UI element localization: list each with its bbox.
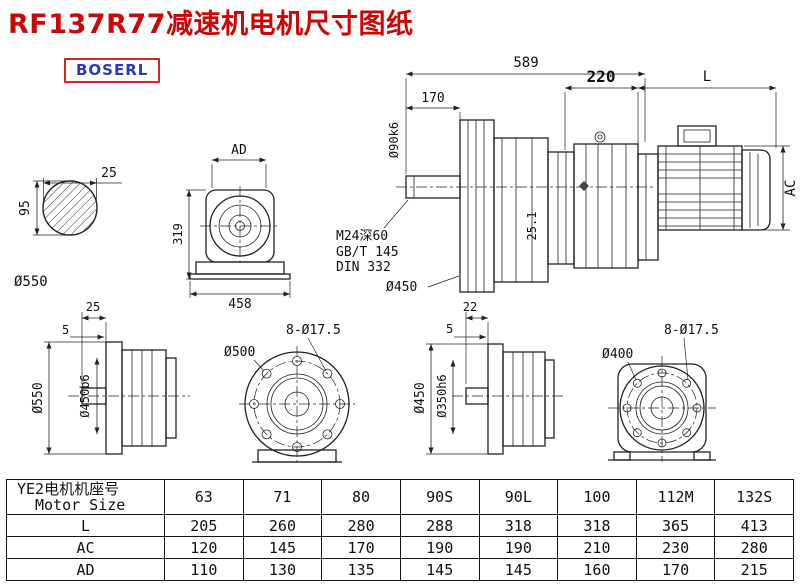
- page-title: RF137R77减速机电机尺寸图纸: [8, 9, 414, 40]
- dim-5-label: 5: [62, 323, 69, 337]
- dia-450b6-label: Ø450b6: [78, 374, 92, 417]
- gearbox-front-view: AD 319 458: [171, 143, 291, 312]
- value-cell: 280: [714, 536, 794, 559]
- value-cell: 145: [478, 558, 559, 581]
- size-col-header: 132S: [714, 479, 794, 515]
- dim-ad-label: AD: [231, 143, 247, 158]
- table-row-AC: AC 120 145 170 190 190 210 230 280: [6, 536, 794, 559]
- value-cell: 190: [478, 536, 559, 559]
- dim-25-1-label: 25.1: [525, 212, 539, 241]
- dim-ac-label: AC: [783, 180, 799, 197]
- fan-cover: [741, 149, 771, 231]
- size-col-header: 90S: [399, 479, 480, 515]
- row-label: L: [6, 514, 165, 537]
- value-cell: 210: [557, 536, 637, 559]
- terminal-box: [677, 125, 717, 147]
- std-din332-label: DIN 332: [336, 260, 391, 275]
- value-cell: 230: [635, 536, 716, 559]
- value-cell: 318: [478, 514, 559, 537]
- value-cell: 215: [714, 558, 794, 581]
- dia-400-label: Ø400: [602, 347, 633, 362]
- row-label: AD: [6, 558, 165, 581]
- eyebolt-icon: [594, 131, 606, 143]
- value-cell: 135: [321, 558, 401, 581]
- value-cell: 288: [399, 514, 480, 537]
- dim-589-label: 589: [513, 55, 538, 71]
- value-cell: 160: [557, 558, 637, 581]
- boserl-logo: BOSERL: [64, 58, 161, 83]
- dia-450-label: Ø450: [413, 382, 428, 413]
- value-cell: 413: [714, 514, 794, 537]
- dia-500-label: Ø500: [224, 345, 255, 360]
- tap-label: M24深60: [336, 229, 388, 244]
- value-cell: 110: [164, 558, 244, 581]
- value-cell: 170: [635, 558, 716, 581]
- technical-drawing: 25 95 Ø550 AD 319: [14, 55, 799, 463]
- value-cell: 280: [321, 514, 401, 537]
- value-cell: 260: [242, 514, 323, 537]
- size-col-header: 71: [242, 479, 323, 515]
- size-col-header: 112M: [635, 479, 716, 515]
- table-header-row: YE2电机机座号 Motor Size 63 71 80 90S 90L 100…: [6, 479, 794, 515]
- size-col-header: 63: [164, 479, 244, 515]
- input-flange-face-view: 8-Ø17.5 Ø400: [602, 323, 719, 462]
- value-cell: 170: [321, 536, 401, 559]
- bolt-circle-label: 8-Ø17.5: [286, 323, 341, 338]
- output-flange-side-view: 25 5 Ø550 Ø450b6: [31, 300, 190, 455]
- output-flange-face-view: 8-Ø17.5 Ø500: [224, 323, 355, 463]
- table-row-AD: AD 110 130 135 145 145 160 170 215: [6, 558, 794, 581]
- std-gbt145-label: GB/T 145: [336, 245, 399, 260]
- shaft-cross-section-view: 25 95 Ø550: [14, 166, 122, 290]
- dia-550-label: Ø550: [14, 274, 48, 290]
- table-row-L: L 205 260 280 288 318 318 365 413: [6, 514, 794, 537]
- brand-mark-icon: [579, 181, 589, 191]
- dim-l-label: L: [703, 69, 711, 85]
- dim-220-label: 220: [587, 67, 616, 86]
- row-label: AC: [6, 536, 165, 559]
- value-cell: 205: [164, 514, 244, 537]
- size-col-header: 80: [321, 479, 401, 515]
- main-assembly-view: 589 170 Ø90k6 M24深60 GB/T 145 DIN 332 Ø4…: [336, 55, 799, 295]
- dim-22-label: 22: [463, 300, 477, 314]
- dim-5-label: 5: [446, 322, 453, 336]
- dim-319-label: 319: [171, 223, 185, 245]
- motor-size-header: YE2电机机座号 Motor Size: [6, 479, 165, 515]
- value-cell: 318: [557, 514, 637, 537]
- shaft-dia-label: Ø90k6: [387, 122, 401, 158]
- size-col-header: 100: [557, 479, 637, 515]
- value-cell: 145: [242, 536, 323, 559]
- motor-size-table: YE2电机机座号 Motor Size 63 71 80 90S 90L 100…: [6, 479, 794, 581]
- dim-25-label: 25: [86, 300, 100, 314]
- value-cell: 120: [164, 536, 244, 559]
- motor-size-header-cn: YE2电机机座号: [17, 480, 120, 498]
- value-cell: 190: [399, 536, 480, 559]
- value-cell: 145: [399, 558, 480, 581]
- dia-350h6-label: Ø350h6: [435, 374, 449, 417]
- size-col-header: 90L: [478, 479, 559, 515]
- flange-dia-label: Ø450: [386, 280, 417, 295]
- value-cell: 365: [635, 514, 716, 537]
- dim-170-label: 170: [421, 91, 444, 106]
- dim-25-label: 25: [101, 166, 117, 181]
- dim-95-label: 95: [18, 200, 33, 216]
- dia-550-label: Ø550: [31, 382, 46, 413]
- dim-458-label: 458: [228, 297, 251, 312]
- value-cell: 130: [242, 558, 323, 581]
- input-flange-side-view: 22 5 Ø450 Ø350h6: [413, 300, 566, 455]
- bolt-circle-label: 8-Ø17.5: [664, 323, 719, 338]
- motor-size-header-en: Motor Size: [35, 496, 126, 514]
